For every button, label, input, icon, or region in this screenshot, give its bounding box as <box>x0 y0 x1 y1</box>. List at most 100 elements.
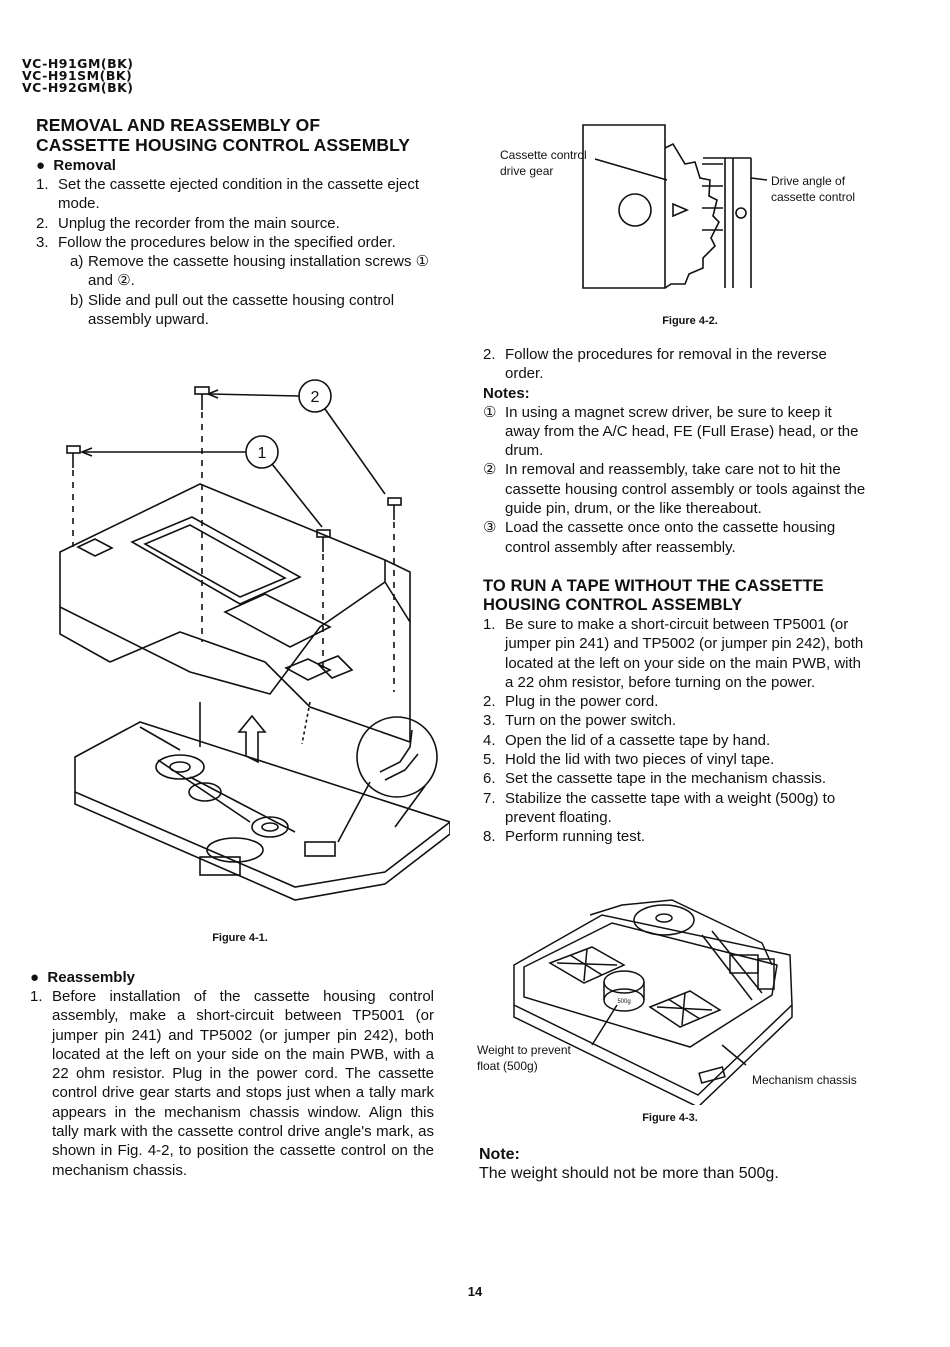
step-number: b) <box>70 291 84 309</box>
step-number: 4. <box>483 731 496 749</box>
step-text: Hold the lid with two pieces of vinyl ta… <box>505 751 775 769</box>
step-number: 5. <box>483 751 496 769</box>
removal-steps: 1. Set the cassette ejected condition in … <box>36 175 440 329</box>
note-text: Load the cassette once onto the cassette… <box>505 519 836 556</box>
step-text: Before installation of the cassette hous… <box>52 988 434 1179</box>
list-item: 3. Turn on the power switch. <box>483 711 869 730</box>
step-number: 3. <box>483 712 496 730</box>
step-number: a) <box>70 253 84 271</box>
note-text: In using a magnet screw driver, be sure … <box>505 403 859 460</box>
weight-mark: 500g <box>617 999 630 1005</box>
step-number: 6. <box>483 770 496 788</box>
callout-label: 2 <box>311 389 320 406</box>
list-item: 2. Follow the procedures for removal in t… <box>483 345 869 384</box>
step-text: Plug in the power cord. <box>505 693 659 711</box>
list-item: ① In using a magnet screw driver, be sure… <box>483 403 869 461</box>
bullet-icon: ● <box>36 157 54 174</box>
section-title-2: TO RUN A TAPE WITHOUT THE CASSETTE HOUSI… <box>483 577 869 615</box>
list-item: 1. Be sure to make a short-circuit betwee… <box>483 615 869 692</box>
right-column-text: 2. Follow the procedures for removal in t… <box>483 345 869 847</box>
fig2-label: cassette control <box>771 190 855 204</box>
reassembly-heading: ● Reassembly <box>30 968 434 987</box>
fig2-label: Drive angle of <box>771 174 846 188</box>
figure-4-2-caption: Figure 4-2. <box>662 315 718 327</box>
section-title-line: HOUSING CONTROL ASSEMBLY <box>483 595 743 614</box>
list-item: b)Slide and pull out the cassette housin… <box>36 291 440 330</box>
callout-label: 1 <box>258 445 267 462</box>
figure-4-1-caption: Figure 4-1. <box>212 932 268 944</box>
step-text: Unplug the recorder from the main source… <box>58 214 340 232</box>
step-text: Perform running test. <box>505 828 646 846</box>
step-text: Follow the procedures below in the speci… <box>58 233 396 251</box>
removal-heading: ● Removal <box>36 156 440 175</box>
fig3-label: float (500g) <box>477 1059 538 1073</box>
list-item: ③ Load the cassette once onto the cassett… <box>483 518 869 557</box>
model-number: VC-H91SM(BK) <box>22 68 133 83</box>
list-item: 1. Set the cassette ejected condition in … <box>36 175 440 214</box>
list-item: 4. Open the lid of a cassette tape by han… <box>483 731 869 750</box>
fig3-label: Weight to prevent <box>477 1043 571 1057</box>
section-title-line: TO RUN A TAPE WITHOUT THE CASSETTE <box>483 576 824 595</box>
step-number: 2. <box>483 346 496 363</box>
step-number: 3. <box>36 233 49 251</box>
bullet-icon: ● <box>30 969 48 986</box>
step-number: 7. <box>483 789 496 807</box>
list-item: 3. Follow the procedures below in the spe… <box>36 233 440 252</box>
step-number: 1. <box>483 615 496 633</box>
note-text: In removal and reassembly, take care not… <box>505 461 866 518</box>
screw-icon <box>194 386 210 410</box>
list-item: 6. Set the cassette tape in the mechanism… <box>483 769 869 788</box>
step-text: Open the lid of a cassette tape by hand. <box>505 731 771 749</box>
list-item: 1. Before installation of the cassette ho… <box>30 987 434 1180</box>
list-item: 2. Unplug the recorder from the main sour… <box>36 214 440 233</box>
note-number: ③ <box>483 519 497 537</box>
removal-heading-text: Removal <box>53 157 116 174</box>
model-number: VC-H92GM(BK) <box>22 80 134 95</box>
notes-heading: Notes: <box>483 384 530 402</box>
step-text: Slide and pull out the cassette housing … <box>88 291 395 329</box>
note-heading: Note: <box>479 1146 520 1163</box>
step-text: Remove the cassette housing installation… <box>88 253 430 290</box>
list-item: ② In removal and reassembly, take care no… <box>483 460 869 518</box>
step-number: 8. <box>483 828 496 846</box>
step-number: 1. <box>30 988 43 1005</box>
step-number: 2. <box>483 693 496 711</box>
step-text: Follow the procedures for removal in the… <box>505 346 827 383</box>
fig2-label: Cassette control <box>500 148 587 162</box>
model-numbers: VC-H91GM(BK) VC-H91SM(BK) VC-H92GM(BK) <box>22 56 134 95</box>
section-title-line: CASSETTE HOUSING CONTROL ASSEMBLY <box>36 135 411 155</box>
figure-4-3-drawing: 500g Weight to prevent float (500g) Mech… <box>477 899 857 1105</box>
fig3-label: Mechanism chassis <box>752 1073 857 1087</box>
note-number: ① <box>483 403 497 421</box>
left-column-bottom: ● Reassembly 1. Before installation of th… <box>30 968 434 1180</box>
page-number: 14 <box>467 1284 483 1299</box>
section-title-line: REMOVAL AND REASSEMBLY OF <box>36 115 321 135</box>
step-text: Be sure to make a short-circuit between … <box>505 615 864 691</box>
list-item: 5. Hold the lid with two pieces of vinyl … <box>483 750 869 769</box>
screw-icon <box>387 497 402 520</box>
screw-icon <box>66 445 81 468</box>
list-item: 7. Stabilize the cassette tape with a wei… <box>483 789 869 828</box>
note-number: ② <box>483 461 497 479</box>
list-item: 2. Plug in the power cord. <box>483 692 869 711</box>
final-note: Note: The weight should not be more than… <box>479 1145 869 1184</box>
screw-icon <box>316 529 331 552</box>
list-item: a)Remove the cassette housing installati… <box>36 252 440 291</box>
section-title: REMOVAL AND REASSEMBLY OF CASSETTE HOUSI… <box>36 115 440 155</box>
figure-4-3-caption: Figure 4-3. <box>642 1112 698 1124</box>
model-number: VC-H91GM(BK) <box>22 56 134 71</box>
reassembly-heading-text: Reassembly <box>47 969 135 986</box>
figure-4-1-drawing: 2 1 <box>59 379 450 901</box>
figure-4-2-drawing: Cassette control drive gear Drive angle … <box>500 124 855 289</box>
fig2-label: drive gear <box>500 164 553 178</box>
left-column-top: REMOVAL AND REASSEMBLY OF CASSETTE HOUSI… <box>36 115 440 329</box>
run-steps: 1. Be sure to make a short-circuit betwee… <box>483 615 869 847</box>
step-text: Set the cassette tape in the mechanism c… <box>505 770 826 788</box>
step-number: 2. <box>36 214 49 232</box>
note-text: The weight should not be more than 500g. <box>479 1165 779 1182</box>
step-number: 1. <box>36 176 49 193</box>
step-text: Set the cassette ejected condition in th… <box>58 176 420 213</box>
step-text: Turn on the power switch. <box>505 712 677 730</box>
list-item: 8. Perform running test. <box>483 827 869 846</box>
step-text: Stabilize the cassette tape with a weigh… <box>505 789 836 826</box>
